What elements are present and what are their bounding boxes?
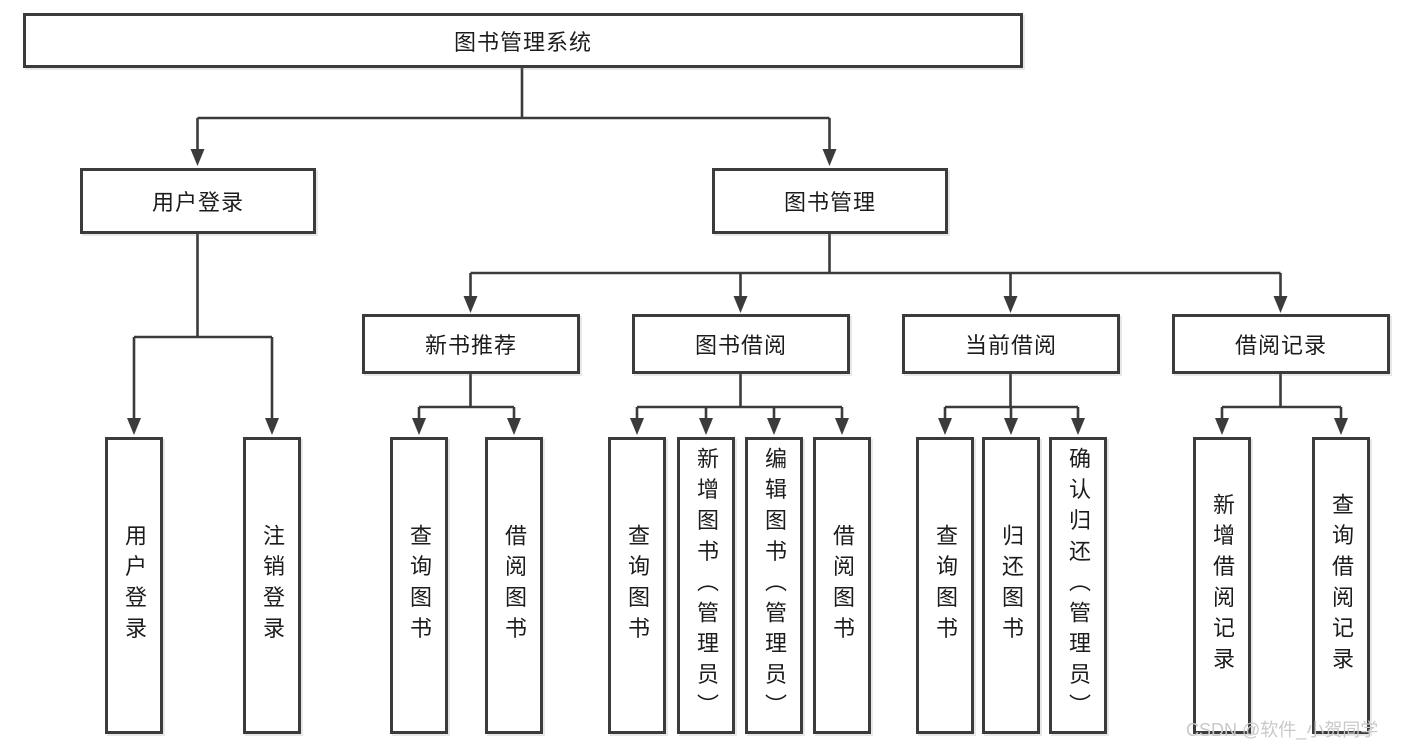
node-leaf-current-confirm: 确认归还（管理员）: [1049, 437, 1107, 734]
arrow-icon: [1003, 296, 1018, 313]
node-leaf-records-add: 新增借阅记录: [1193, 437, 1251, 734]
csdn-watermark: CSDN @软件_小贺同学: [1186, 720, 1379, 740]
node-root: 图书管理系统: [23, 13, 1023, 68]
leaf-label: 新增图书（管理员）: [694, 446, 719, 725]
arrow-icon: [412, 418, 426, 435]
node-new-book-recommend: 新书推荐: [362, 314, 580, 374]
arrow-icon: [127, 418, 141, 435]
leaf-label: 借阅图书: [830, 523, 855, 648]
leaf-label: 编辑图书（管理员）: [762, 446, 787, 725]
node-leaf-logout: 注销登录: [243, 437, 301, 734]
node-leaf-user-login: 用户登录: [105, 437, 163, 734]
node-book-borrow: 图书借阅: [632, 314, 850, 374]
arrow-icon: [822, 149, 837, 166]
node-leaf-borrow-borrow: 借阅图书: [813, 437, 871, 734]
arrow-icon: [733, 296, 748, 313]
arrow-icon: [507, 418, 521, 435]
node-book-management: 图书管理: [712, 168, 948, 234]
leaf-label: 确认归还（管理员）: [1066, 446, 1091, 725]
arrow-icon: [1273, 296, 1288, 313]
leaf-label: 用户登录: [122, 523, 147, 648]
node-leaf-current-query: 查询图书: [916, 437, 974, 734]
leaf-label: 查询图书: [933, 523, 958, 648]
arrow-icon: [835, 418, 849, 435]
leaf-label: 注销登录: [260, 523, 285, 648]
node-user-login: 用户登录: [80, 168, 316, 234]
node-leaf-newbooks-query: 查询图书: [390, 437, 448, 734]
arrow-icon: [630, 418, 644, 435]
arrow-icon: [1215, 418, 1229, 435]
leaf-label: 新增借阅记录: [1210, 493, 1235, 678]
leaf-label: 归还图书: [999, 523, 1024, 648]
node-borrow-records: 借阅记录: [1172, 314, 1390, 374]
leaf-label: 借阅图书: [502, 523, 527, 648]
node-leaf-borrow-query: 查询图书: [608, 437, 666, 734]
node-current-borrow: 当前借阅: [902, 314, 1120, 374]
arrow-icon: [265, 418, 279, 435]
leaf-label: 查询借阅记录: [1329, 493, 1354, 678]
node-leaf-borrow-add: 新增图书（管理员）: [677, 437, 735, 734]
arrow-icon: [699, 418, 713, 435]
node-leaf-newbooks-borrow: 借阅图书: [485, 437, 543, 734]
arrow-icon: [938, 418, 952, 435]
node-leaf-records-query: 查询借阅记录: [1312, 437, 1370, 734]
leaf-label: 查询图书: [625, 523, 650, 648]
node-leaf-borrow-edit: 编辑图书（管理员）: [745, 437, 803, 734]
arrow-icon: [767, 418, 781, 435]
arrow-icon: [1071, 418, 1085, 435]
arrow-icon: [1004, 418, 1018, 435]
connector-lines: [132, 68, 1343, 423]
node-leaf-current-return: 归还图书: [982, 437, 1040, 734]
arrow-icon: [463, 296, 478, 313]
arrow-icon: [190, 149, 205, 166]
arrow-icon: [1334, 418, 1348, 435]
leaf-label: 查询图书: [407, 523, 432, 648]
